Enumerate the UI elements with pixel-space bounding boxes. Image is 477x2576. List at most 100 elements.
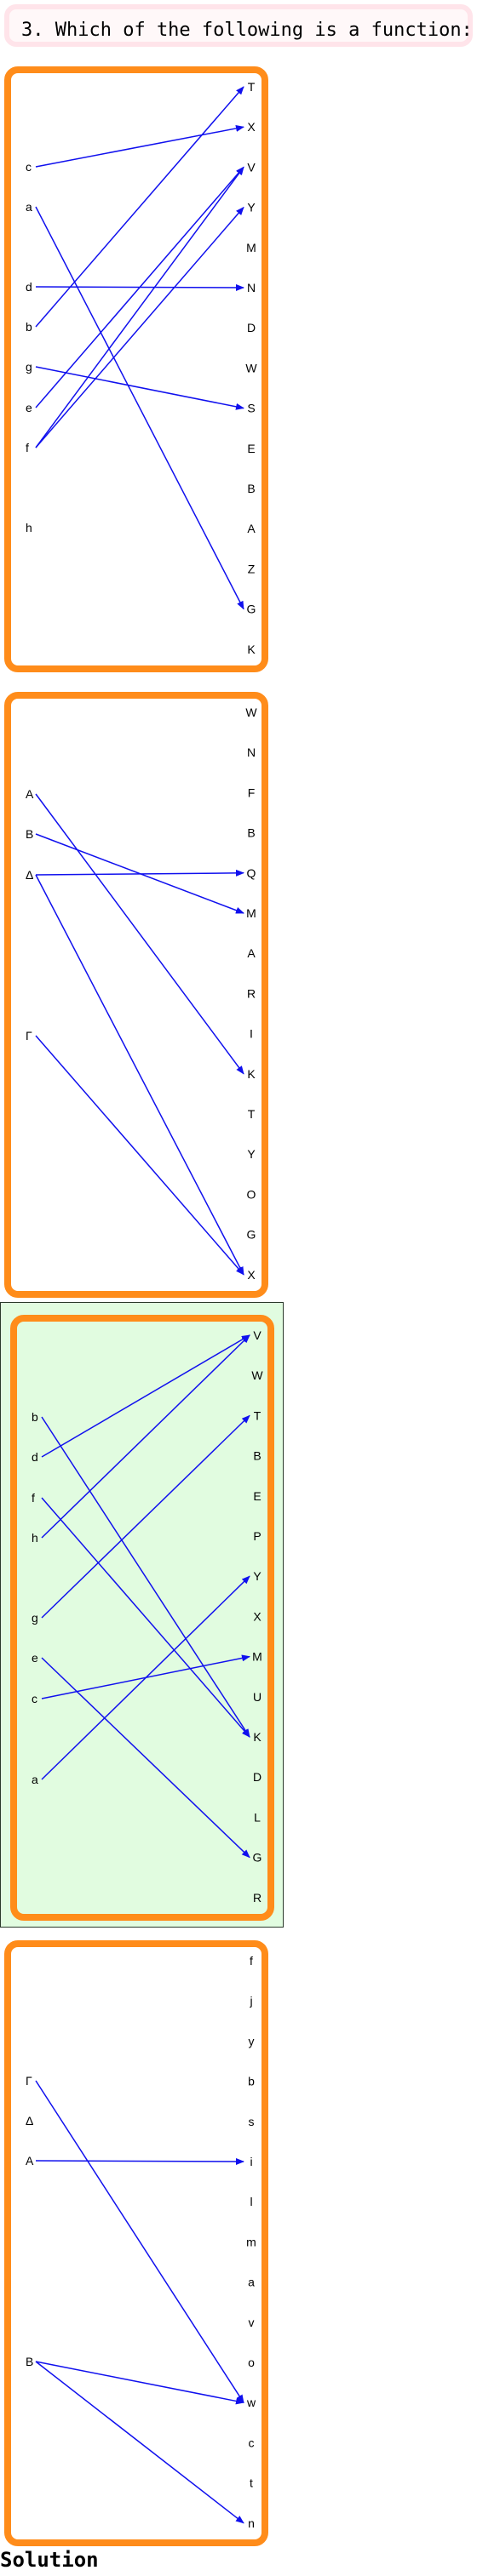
codomain-label: s bbox=[249, 2115, 255, 2128]
domain-label: Δ bbox=[26, 2114, 33, 2128]
domain-label: e bbox=[26, 401, 32, 414]
codomain-label: N bbox=[247, 281, 256, 294]
codomain-label: K bbox=[247, 643, 256, 656]
codomain-label: V bbox=[247, 160, 256, 174]
domain-label: B bbox=[26, 827, 33, 841]
codomain-label: T bbox=[248, 80, 256, 94]
codomain-label: M bbox=[246, 241, 256, 254]
domain-label: A bbox=[26, 2154, 34, 2168]
codomain-label: O bbox=[247, 1187, 256, 1201]
domain-label: d bbox=[26, 280, 32, 294]
mapping-arrow bbox=[35, 166, 244, 408]
mapping-arrow bbox=[35, 1035, 244, 1276]
codomain-label: L bbox=[254, 1810, 261, 1824]
codomain-label: W bbox=[251, 1368, 263, 1382]
codomain-label: c bbox=[249, 2436, 255, 2449]
codomain-label: X bbox=[253, 1609, 261, 1623]
codomain-label: v bbox=[249, 2316, 255, 2329]
question-box: 3. Which of the following is a function: bbox=[4, 4, 473, 47]
domain-label: Δ bbox=[26, 868, 33, 882]
mapping-arrow bbox=[35, 2157, 244, 2165]
mapping-arrow bbox=[35, 2361, 244, 2524]
codomain-label: A bbox=[247, 946, 256, 960]
codomain-label: E bbox=[247, 442, 255, 455]
solution-heading: Solution bbox=[0, 2548, 99, 2572]
mapping-arrow bbox=[41, 1657, 250, 1859]
codomain-label: T bbox=[254, 1408, 261, 1422]
mapping-arrow bbox=[41, 1334, 250, 1539]
codomain-label: W bbox=[245, 361, 257, 374]
domain-label: g bbox=[26, 360, 32, 374]
codomain-label: N bbox=[247, 745, 256, 759]
codomain-label: D bbox=[247, 321, 256, 334]
codomain-label: Y bbox=[247, 201, 256, 214]
codomain-label: M bbox=[252, 1650, 262, 1664]
codomain-label: a bbox=[248, 2276, 255, 2289]
domain-label: f bbox=[32, 1491, 35, 1505]
domain-label: a bbox=[26, 200, 32, 214]
codomain-label: w bbox=[246, 2396, 256, 2409]
codomain-label: D bbox=[253, 1770, 261, 1784]
codomain-label: A bbox=[247, 522, 256, 535]
codomain-label: f bbox=[250, 1954, 253, 1968]
mapping-arrow bbox=[35, 86, 244, 328]
codomain-label: B bbox=[253, 1449, 261, 1463]
codomain-label: G bbox=[247, 1228, 256, 1242]
codomain-label: S bbox=[247, 402, 255, 415]
mapping-arrow bbox=[35, 124, 244, 168]
mapping-arrow bbox=[35, 2080, 244, 2404]
codomain-label: G bbox=[247, 603, 256, 616]
codomain-label: X bbox=[247, 1268, 256, 1282]
codomain-label: b bbox=[248, 2075, 255, 2088]
domain-label: A bbox=[26, 787, 34, 801]
codomain-label: X bbox=[247, 120, 256, 134]
domain-label: Γ bbox=[26, 2074, 32, 2088]
mapping-arrow bbox=[41, 1414, 250, 1619]
codomain-label: Y bbox=[253, 1569, 261, 1583]
codomain-label: G bbox=[253, 1851, 262, 1865]
mapping-arrow bbox=[41, 1575, 250, 1780]
codomain-label: T bbox=[248, 1107, 256, 1121]
codomain-label: i bbox=[250, 2155, 252, 2168]
codomain-label: W bbox=[245, 705, 257, 719]
domain-label: b bbox=[32, 1410, 38, 1424]
domain-label: h bbox=[32, 1531, 38, 1545]
codomain-label: Y bbox=[247, 1147, 256, 1161]
mapping-arrow bbox=[35, 2361, 244, 2405]
domain-label: c bbox=[32, 1692, 37, 1705]
codomain-label: K bbox=[247, 1067, 256, 1081]
domain-label: c bbox=[26, 160, 32, 174]
codomain-label: E bbox=[253, 1489, 261, 1503]
mapping-arrow bbox=[35, 874, 244, 1276]
selected-answer-highlight bbox=[0, 1302, 284, 1928]
codomain-label: F bbox=[248, 785, 256, 799]
codomain-label: y bbox=[249, 2034, 255, 2048]
codomain-label: j bbox=[249, 1994, 252, 2008]
mapping-arrow bbox=[35, 869, 244, 877]
mapping-arrow bbox=[35, 206, 244, 448]
domain-label: d bbox=[32, 1450, 38, 1464]
mapping-arrow bbox=[35, 366, 244, 410]
question-text: 3. Which of the following is a function: bbox=[21, 20, 473, 41]
mapping-arrow bbox=[35, 206, 244, 610]
codomain-label: U bbox=[253, 1690, 261, 1704]
codomain-label: R bbox=[247, 986, 256, 1000]
mapping-arrow bbox=[35, 793, 244, 1075]
codomain-label: t bbox=[250, 2476, 253, 2490]
domain-label: b bbox=[26, 320, 32, 334]
mapping-arrow bbox=[41, 1497, 250, 1738]
codomain-label: R bbox=[253, 1891, 261, 1905]
codomain-label: B bbox=[247, 826, 255, 840]
mapping-arrow bbox=[41, 1416, 250, 1738]
codomain-label: P bbox=[253, 1529, 261, 1543]
codomain-label: B bbox=[247, 482, 255, 495]
mapping-arrow bbox=[35, 166, 244, 448]
